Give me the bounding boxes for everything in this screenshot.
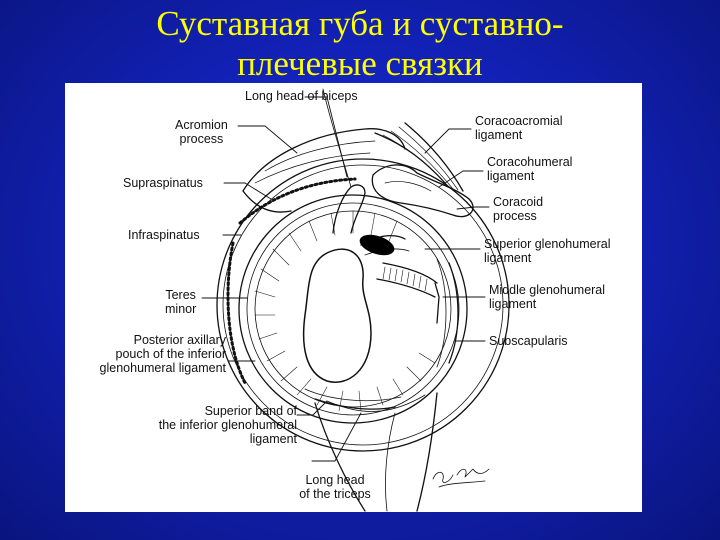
glenoid-fossa [302, 248, 372, 383]
label-coracoacromial-line1: Coracoacromial [475, 114, 563, 128]
label-long-head-biceps: Long head of biceps [245, 89, 358, 103]
label-superior-band-line3: ligament [249, 432, 297, 446]
label-acromion-process: Acromion process [175, 118, 228, 146]
label-posterior-pouch-line2: pouch of the inferior [115, 347, 227, 361]
label-acromion-line1: Acromion [175, 118, 228, 132]
label-superior-band: Superior band of the inferior glenohumer… [129, 404, 297, 446]
label-middle-glenohumeral-ligament: Middle glenohumeral ligament [489, 283, 605, 311]
middle-gh-ligament [376, 262, 440, 324]
label-middle-gh-line1: Middle glenohumeral [489, 283, 606, 297]
label-long-head-triceps: Long head of the triceps [283, 473, 387, 501]
slide-title-line-1: Суставная губа и суставно- [156, 4, 564, 43]
label-superior-band-line2: the inferior glenohumeral [158, 418, 297, 432]
label-posterior-pouch-line1: Posterior axillary [133, 333, 226, 347]
label-middle-gh-line2: ligament [489, 297, 537, 311]
label-subscapularis: Subscapularis [489, 334, 568, 348]
label-coracoid-process: Coracoid process [493, 195, 543, 223]
label-triceps-line2: of the triceps [299, 487, 371, 501]
label-superior-glenohumeral-ligament: Superior glenohumeral ligament [484, 237, 610, 265]
label-superior-gh-line1: Superior glenohumeral [484, 237, 611, 251]
label-superior-gh-line2: ligament [484, 251, 532, 265]
label-coracoid-line2: process [493, 209, 537, 223]
label-coracoacromial-line2: ligament [475, 128, 523, 142]
label-teres-minor: Teres minor [165, 288, 196, 316]
anatomy-figure: Long head of biceps Acromion process Sup… [65, 83, 642, 512]
subscapularis-shape [436, 258, 459, 368]
label-triceps-line1: Long head [305, 473, 365, 487]
inferior-gh-ligament [304, 388, 402, 410]
label-coracohumeral-line2: ligament [487, 169, 535, 183]
label-coracohumeral-line1: Coracohumeral [487, 155, 573, 169]
label-acromion-line2: process [179, 132, 224, 146]
label-coracoid-line1: Coracoid [493, 195, 544, 209]
rotator-cuff [216, 158, 510, 452]
label-infraspinatus: Infraspinatus [128, 228, 200, 242]
label-posterior-axillary-pouch: Posterior axillary pouch of the inferior… [68, 333, 226, 375]
capsule-fibers [254, 210, 436, 412]
biceps-tendon [322, 88, 366, 234]
acromion-shape [242, 128, 406, 213]
label-teres-minor-line1: Teres [165, 288, 196, 302]
leader-lines [201, 96, 490, 462]
label-posterior-pouch-line3: glenohumeral ligament [99, 361, 226, 375]
coracoid-shape [371, 164, 474, 218]
slide-title-line-2: плечевые связки [237, 44, 483, 83]
label-coracohumeral-ligament: Coracohumeral ligament [487, 155, 572, 183]
superior-gh-ligament [359, 234, 410, 256]
label-supraspinatus: Supraspinatus [123, 176, 203, 190]
coracoacromial-band [374, 122, 464, 192]
label-coracoacromial-ligament: Coracoacromial ligament [475, 114, 563, 142]
slide-title: Суставная губа и суставно- плечевые связ… [0, 4, 720, 84]
label-teres-minor-line2: minor [165, 302, 197, 316]
label-superior-band-line1: Superior band of [204, 404, 297, 418]
glenoid-illustration [201, 88, 510, 512]
artist-signature [432, 468, 490, 488]
